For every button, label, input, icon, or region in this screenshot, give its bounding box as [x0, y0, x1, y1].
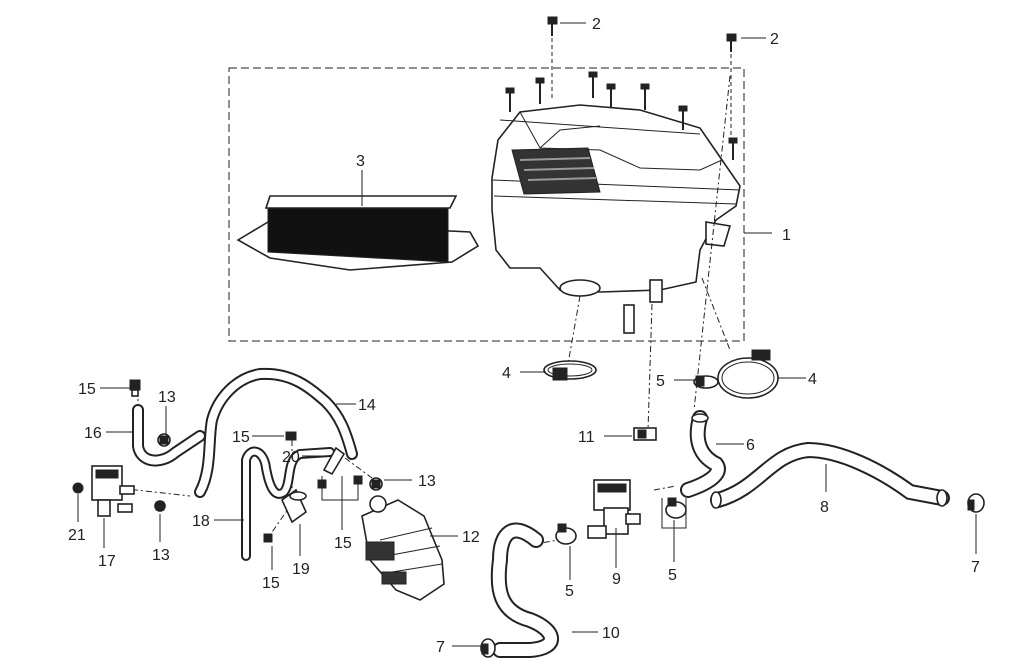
callout-3: 3 [356, 153, 365, 170]
callout-10: 10 [602, 625, 620, 642]
clip-lower [154, 500, 166, 512]
callout-17: 17 [98, 553, 116, 570]
clamp-band-large [717, 349, 779, 399]
clamp-band-small [543, 360, 597, 381]
fitting-upper-left [129, 379, 141, 397]
tee-connector [322, 446, 346, 476]
housing-outlet [559, 279, 601, 297]
callout-7-right: 7 [971, 559, 980, 576]
intake-grill [511, 147, 601, 195]
callout-19: 19 [292, 561, 310, 578]
callout-12: 12 [462, 529, 480, 546]
callout-5-upper: 5 [656, 373, 665, 390]
spring-clamp-left [480, 638, 496, 658]
callout-2-left: 2 [592, 16, 601, 33]
clip-canister [369, 477, 383, 491]
callout-4-left: 4 [502, 365, 511, 382]
solenoid-valve [91, 465, 135, 517]
callout-20: 20 [282, 449, 300, 466]
callout-13-upper: 13 [158, 389, 176, 406]
hose-clip-lower-left [555, 523, 577, 545]
assembly-boundary [228, 67, 745, 342]
charcoal-canister [361, 495, 445, 601]
spring-clamp-right [967, 493, 985, 513]
bracket-15 [321, 476, 359, 501]
screw-detached-left [547, 16, 558, 100]
inline-filter [280, 488, 308, 524]
callout-7-left: 7 [436, 639, 445, 656]
screw-detached-right [726, 33, 737, 140]
callout-4-right: 4 [808, 371, 817, 388]
air-box-housing [491, 104, 741, 334]
fitting-canister [317, 475, 363, 489]
leader-lines [77, 22, 977, 647]
callout-11: 11 [578, 429, 595, 446]
lid-screws [505, 71, 738, 160]
hose-clip-upper [693, 375, 719, 389]
callout-15-bracket: 15 [334, 535, 352, 552]
clip-upper [157, 433, 171, 447]
fitting-center [285, 431, 297, 441]
callout-1: 1 [782, 227, 791, 244]
callout-13-lower: 13 [152, 547, 170, 564]
callout-18: 18 [192, 513, 210, 530]
callout-15-lower: 15 [262, 575, 280, 592]
callout-15-center: 15 [232, 429, 250, 446]
callout-5-lower-right: 5 [668, 567, 677, 584]
quick-connector [633, 427, 657, 441]
purge-valve [587, 479, 641, 539]
callout-14: 14 [358, 397, 376, 414]
hose-clip-lower-right [665, 497, 687, 519]
callout-6: 6 [746, 437, 755, 454]
fitting-lower [263, 533, 273, 543]
callout-9: 9 [612, 571, 621, 588]
callout-16: 16 [84, 425, 102, 442]
callout-5-lower-left: 5 [565, 583, 574, 600]
nut [72, 482, 84, 494]
callout-8: 8 [820, 499, 829, 516]
callout-2-right: 2 [770, 31, 779, 48]
callout-15-upper-left: 15 [78, 381, 96, 398]
callout-13-right: 13 [418, 473, 436, 490]
housing-spigot [649, 279, 663, 303]
air-filter-element [236, 195, 480, 271]
callout-21: 21 [68, 527, 86, 544]
bracket-5 [661, 498, 687, 529]
